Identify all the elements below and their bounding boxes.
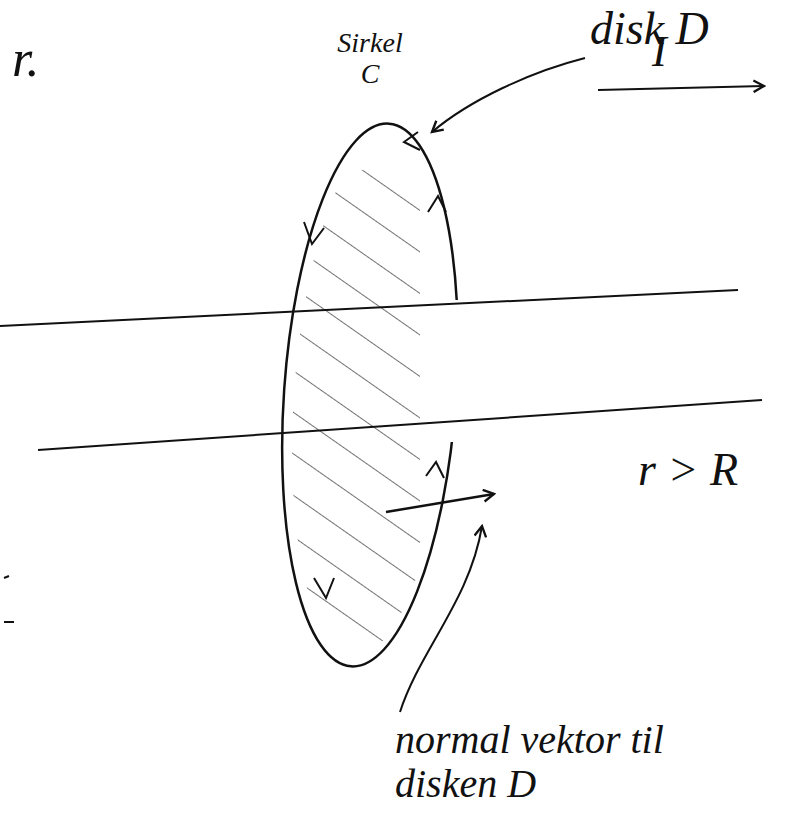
orientation-arrow: [314, 578, 334, 598]
disk-label: disk D: [590, 4, 709, 55]
current-label: I: [652, 28, 667, 76]
orientation-arrow: [304, 222, 324, 244]
wire-edge: [0, 290, 738, 326]
edge-mark: [4, 621, 14, 623]
edge-mark: [4, 576, 9, 578]
current-arrow: [598, 86, 764, 90]
circle-label: Sirkel C: [330, 28, 410, 90]
leader-line: [400, 526, 482, 712]
orientation-arrow: [426, 462, 444, 478]
orientation-arrow: [404, 132, 420, 150]
variable-label: r.: [12, 30, 39, 87]
orientation-arrow: [428, 196, 446, 212]
leader-line: [432, 58, 585, 132]
condition-label: r > R: [638, 445, 738, 496]
circle-c: [265, 118, 475, 673]
normal-vector-label: normal vektor til disken D: [395, 718, 735, 806]
wire-edge: [38, 400, 762, 450]
disk-hatching: [280, 170, 420, 650]
normal-vector: [386, 494, 494, 512]
